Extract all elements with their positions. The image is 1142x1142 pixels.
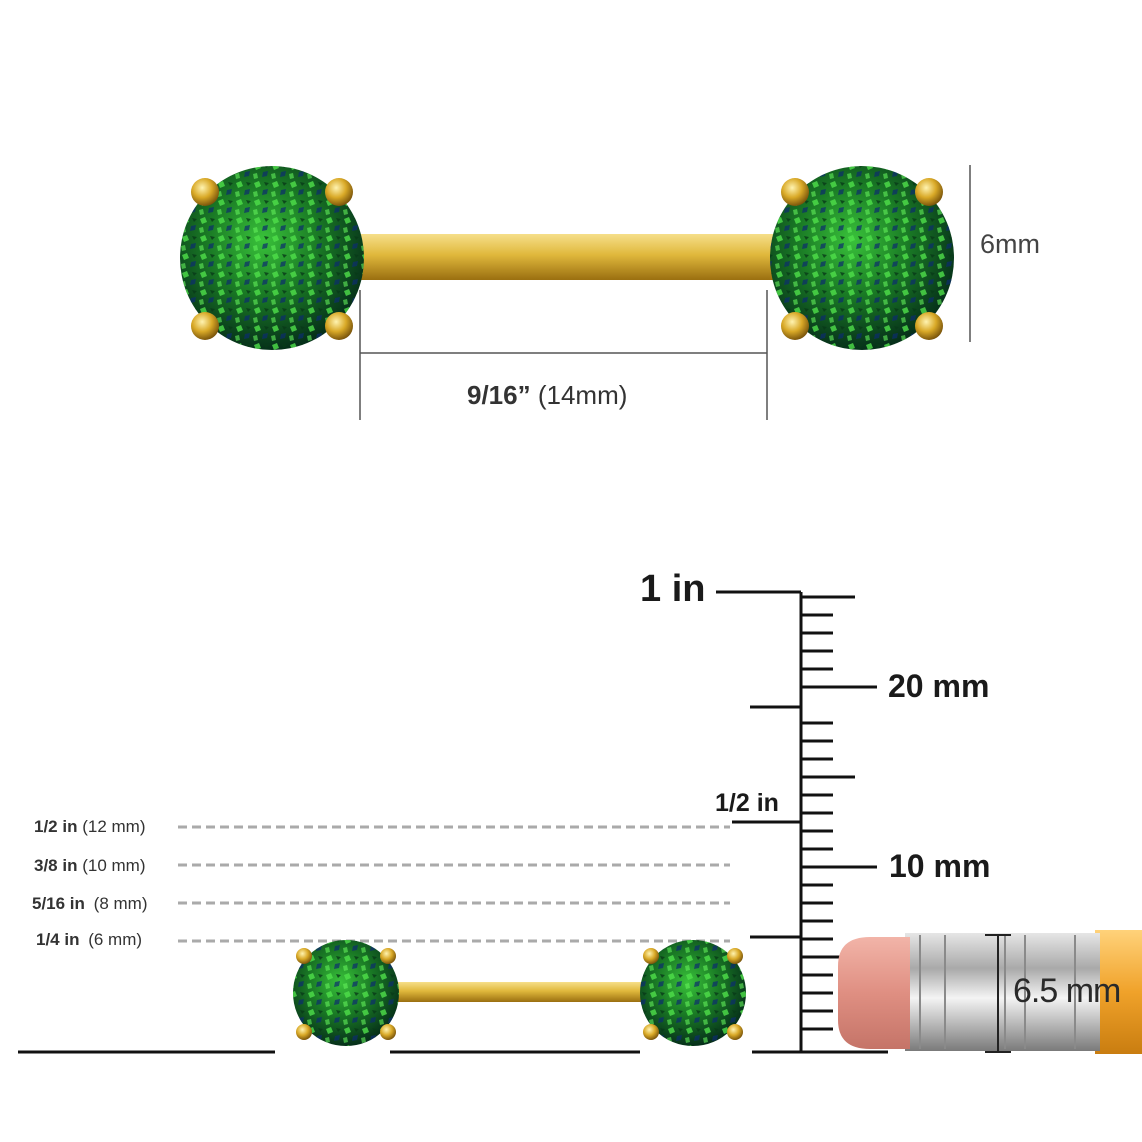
pencil-eraser [838, 937, 910, 1049]
ruler-1in-label: 1 in [640, 568, 706, 610]
prong [325, 312, 353, 340]
ruler-20mm-label: 20 mm [888, 668, 990, 704]
top-barbell [180, 166, 954, 350]
pencil-diameter-label: 6.5 mm [1013, 972, 1121, 1010]
top-bar [355, 234, 775, 280]
size-guide-12mm: 1/2 in (12 mm) [34, 817, 145, 837]
bottom-right-gem [640, 940, 746, 1046]
top-left-gem [180, 166, 364, 350]
length-mm: (14mm) [530, 380, 628, 410]
size-guide-lines [178, 825, 730, 943]
size-guide-inch: 1/4 in [36, 930, 80, 949]
length-inch: 9/16” [467, 380, 531, 410]
pencil-ferrule [905, 933, 1100, 1051]
top-dimensions [359, 165, 971, 420]
size-guide-mm: (12 mm) [82, 817, 146, 836]
pencil [838, 930, 1142, 1054]
prong [191, 312, 219, 340]
size-guide-6mm: 1/4 in (6 mm) [36, 930, 142, 950]
pencil-body [1095, 930, 1142, 1054]
prong [191, 178, 219, 206]
size-guide-inch: 3/8 in [34, 856, 78, 875]
size-guide-inch: 1/2 in [34, 817, 78, 836]
height-dimension-label: 6mm [980, 229, 1040, 259]
size-guide-mm: (6 mm) [88, 930, 143, 949]
size-guide-inch: 5/16 in [32, 894, 85, 913]
prong [325, 178, 353, 206]
bottom-bar [390, 982, 650, 1002]
prong [915, 312, 943, 340]
ruler [716, 590, 877, 1053]
size-guide-10mm: 3/8 in (10 mm) [34, 856, 145, 876]
size-guide-mm: (8 mm) [93, 894, 148, 913]
bottom-barbell [293, 940, 746, 1046]
prong [781, 178, 809, 206]
bottom-left-gem [293, 940, 399, 1046]
prong [781, 312, 809, 340]
ruler-half-in-label: 1/2 in [715, 789, 779, 817]
ruler-10mm-label: 10 mm [889, 848, 991, 884]
size-guide-mm: (10 mm) [82, 856, 146, 875]
prong [915, 178, 943, 206]
top-right-gem [770, 166, 954, 350]
size-guide-8mm: 5/16 in (8 mm) [32, 894, 147, 914]
length-dimension-label: 9/16” (14mm) [467, 380, 627, 411]
